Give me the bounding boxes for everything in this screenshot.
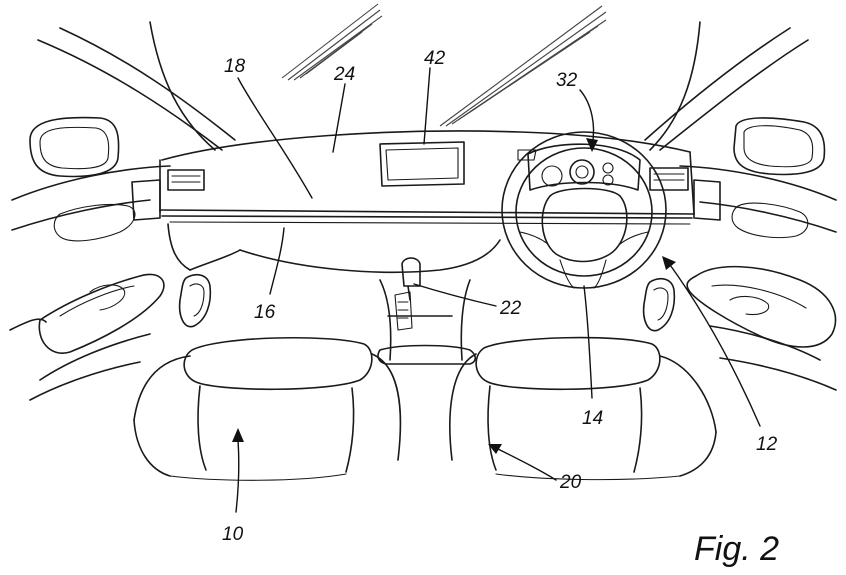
lead-42: [423, 67, 431, 145]
label-10: 10: [222, 524, 244, 545]
lead-24: [332, 83, 346, 153]
dashboard: [131, 130, 721, 274]
windshield-hatching: [281, 3, 607, 127]
arrowhead-32: [586, 138, 598, 152]
lead-18: [237, 77, 313, 199]
label-24: 24: [333, 64, 355, 85]
center-console: [377, 257, 477, 365]
arrowheads: [232, 138, 676, 454]
left-door: [9, 165, 171, 401]
lead-12: [667, 261, 761, 427]
steering-wheel: [501, 131, 667, 289]
label-12: 12: [756, 434, 778, 455]
lead-lines: [235, 67, 761, 513]
label-18: 18: [224, 56, 246, 77]
b-pillar-trims: [178, 273, 676, 332]
lead-16: [269, 227, 285, 295]
lead-14: [583, 285, 593, 399]
label-14: 14: [582, 408, 603, 429]
reference-numerals: 18 24 42 32 16 22 14 12 10 20: [222, 48, 778, 545]
left-seat: [133, 336, 402, 481]
arrowhead-12: [662, 256, 676, 270]
center-display: [379, 141, 465, 187]
right-door: [679, 165, 837, 391]
left-side-mirror: [29, 116, 120, 178]
arrowhead-10: [232, 428, 244, 442]
lead-22: [413, 283, 497, 307]
label-32: 32: [556, 70, 578, 91]
right-side-mirror: [733, 117, 826, 176]
lead-10: [235, 439, 240, 513]
right-seat: [449, 336, 717, 481]
figure-caption: Fig. 2: [694, 530, 779, 568]
arrowhead-20: [488, 444, 502, 454]
label-42: 42: [424, 48, 446, 69]
lead-20: [495, 447, 557, 481]
label-16: 16: [254, 302, 276, 323]
label-20: 20: [559, 472, 582, 493]
windshield-frame: [37, 21, 809, 151]
label-22: 22: [499, 298, 522, 319]
lead-32: [579, 89, 595, 147]
